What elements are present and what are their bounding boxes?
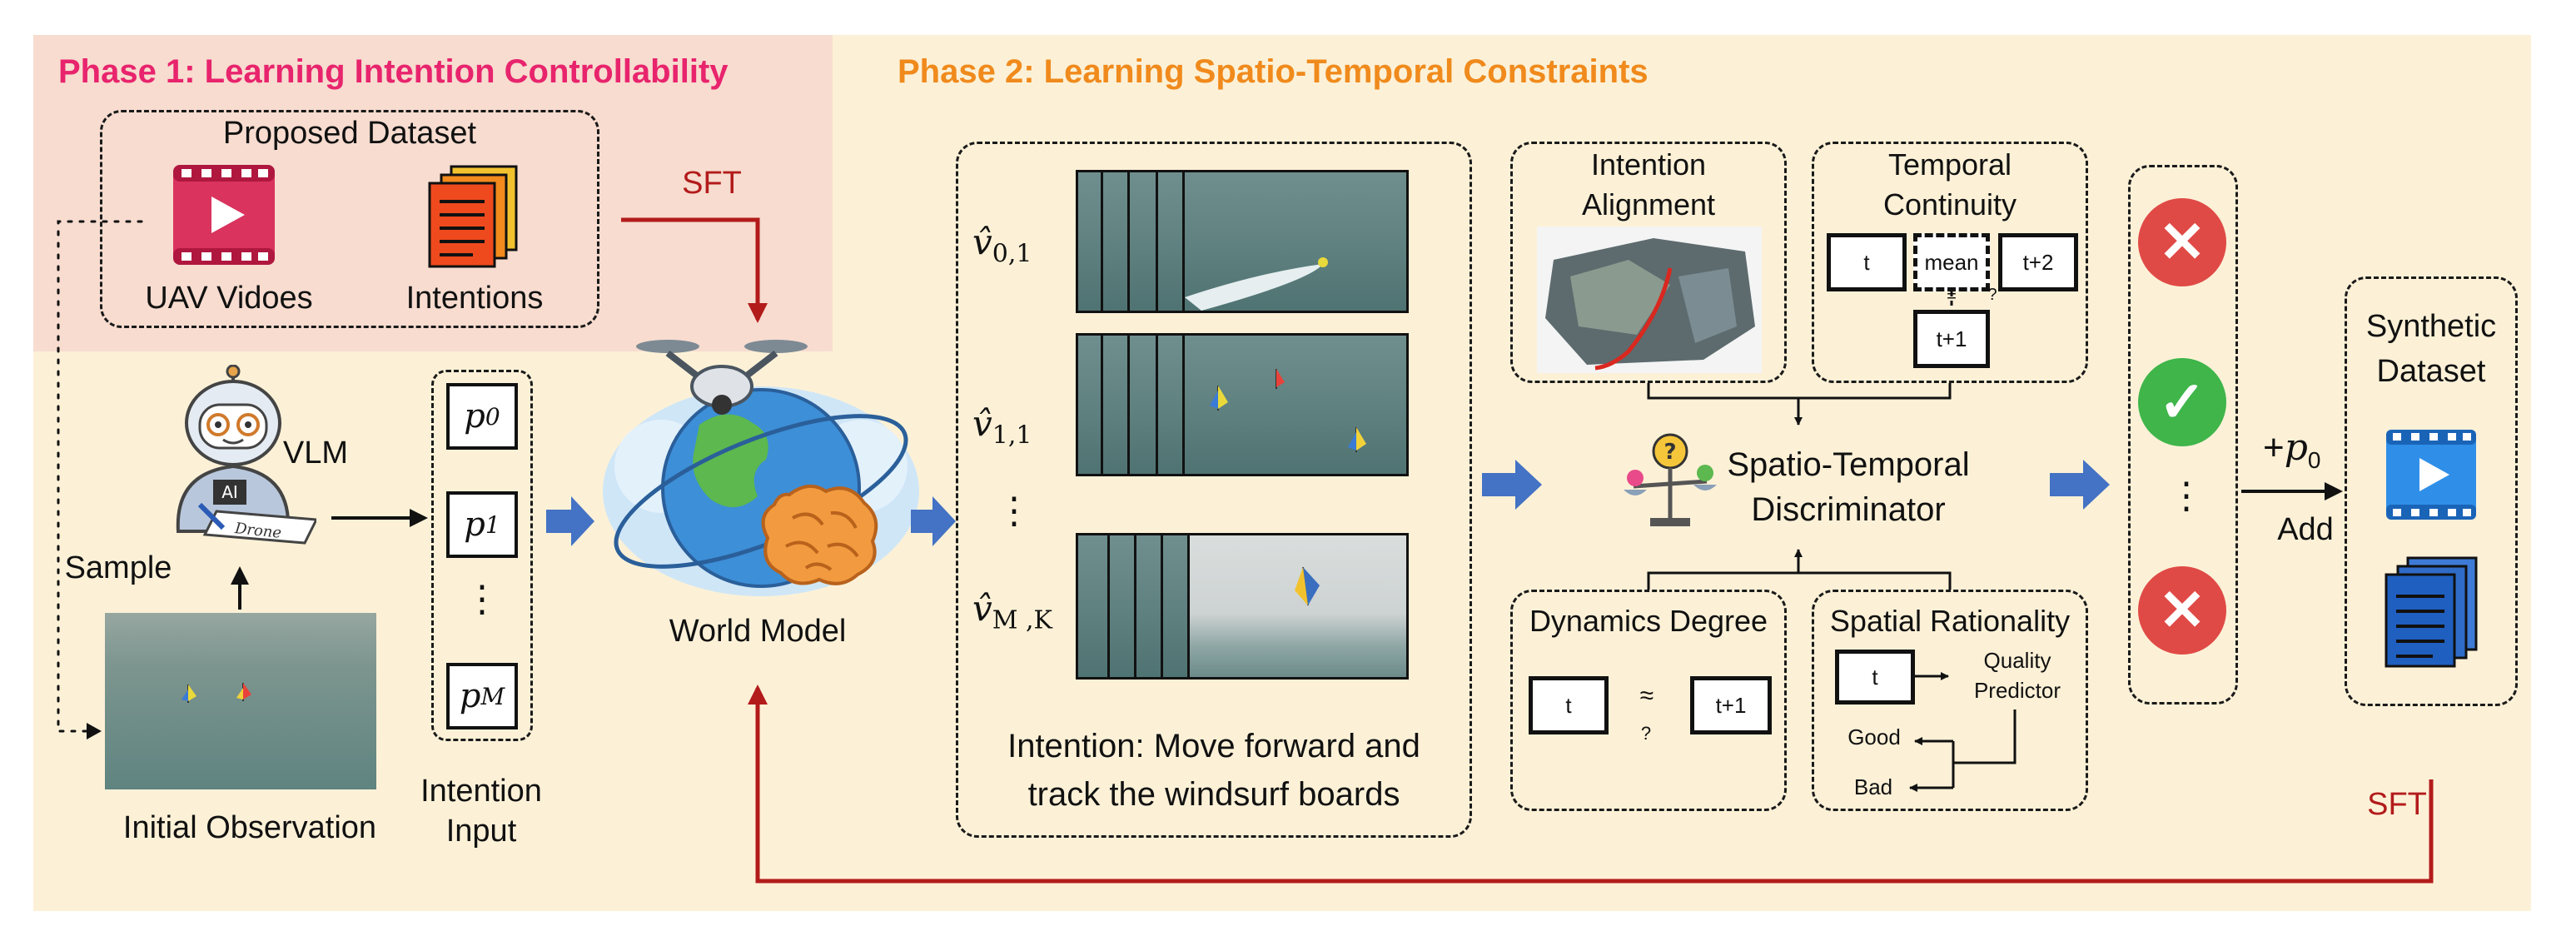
discriminator-line2: Discriminator	[1751, 491, 1946, 528]
intention-alignment-line2: Alignment	[1581, 187, 1716, 222]
synthetic-video-icon	[2385, 428, 2478, 521]
spatial-rationality-title: Spatial Rationality	[1829, 604, 2071, 638]
proposed-dataset-box	[100, 110, 599, 328]
synthetic-dataset-line1: Synthetic	[2365, 309, 2497, 344]
temporal-continuity-line1: Temporal	[1887, 147, 2012, 182]
results-ellipsis: ⋮	[2168, 475, 2205, 516]
world-model-label: World Model	[669, 614, 847, 649]
sr-t-box: t	[1835, 650, 1915, 705]
brain-icon	[756, 480, 883, 590]
intention-alignment-line1: Intention	[1590, 147, 1707, 182]
intention-input-line2: Input	[445, 814, 517, 849]
intention-alignment-box	[1510, 142, 1787, 383]
sft-bottom-label: SFT	[2367, 787, 2427, 822]
results-box	[2128, 165, 2238, 705]
add-p0-label: +p0	[2263, 426, 2321, 473]
point-cloud-image	[1537, 227, 1762, 373]
sr-quality: Quality	[1983, 648, 2051, 673]
synthetic-dataset-line2: Dataset	[2376, 354, 2486, 389]
drone-icon	[634, 328, 809, 420]
balance-scale-icon: ?	[1620, 431, 1720, 531]
intention-input-box	[431, 370, 533, 741]
vlm-label: VLM	[282, 436, 349, 471]
dd-approx: ≈	[1639, 682, 1654, 710]
initial-observation-label: Initial Observation	[122, 810, 377, 845]
temporal-continuity-line2: Continuity	[1882, 187, 2017, 222]
synthetic-document-icon	[2383, 556, 2479, 670]
prompt-ellipsis: ⋮	[464, 579, 500, 620]
intention-text-line1: Intention: Move forward and	[1007, 728, 1420, 764]
dynamics-degree-title: Dynamics Degree	[1529, 604, 1768, 638]
proposed-dataset-title: Proposed Dataset	[222, 116, 477, 151]
video-label-mk: v̂M ,K	[972, 588, 1052, 635]
tc-mean-box: mean	[1913, 233, 1990, 291]
video-play-icon	[172, 163, 276, 266]
dd-question: ?	[1640, 723, 1652, 744]
dynamics-degree-box	[1510, 590, 1787, 811]
sr-predictor: Predictor	[1973, 678, 2061, 703]
temporal-continuity-box	[1812, 142, 2088, 383]
tc-question: ?	[1987, 286, 1997, 304]
sft-top-label: SFT	[682, 166, 742, 201]
tc-t2-box: t+2	[1998, 233, 2078, 291]
dd-t1-box: t+1	[1690, 676, 1772, 734]
cross-icon: ✕	[2138, 198, 2226, 286]
check-icon: ✓	[2138, 358, 2226, 446]
robot-icon: AI Drone	[158, 364, 319, 548]
phase1-title: Phase 1: Learning Intention Controllabil…	[58, 53, 729, 90]
dd-t-box: t	[1529, 676, 1609, 734]
svg-text:AI: AI	[221, 482, 238, 502]
sr-bad: Bad	[1853, 774, 1893, 799]
synthetic-dataset-box	[2345, 276, 2518, 706]
intention-text-line2: track the windsurf boards	[1027, 776, 1400, 813]
tc-t-box: t	[1827, 233, 1907, 291]
initial-observation-image	[105, 613, 376, 789]
intentions-label: Intentions	[405, 281, 544, 316]
tc-t1-box: t+1	[1913, 310, 1990, 368]
spatial-rationality-box	[1812, 590, 2088, 811]
generated-videos-box	[956, 142, 1472, 838]
phase2-title: Phase 2: Learning Spatio-Temporal Constr…	[898, 53, 1649, 90]
uav-videos-label: UAV Vidoes	[145, 281, 313, 316]
svg-text:?: ?	[1663, 440, 1676, 465]
discriminator-line1: Spatio-Temporal	[1727, 446, 1970, 483]
video-label-ellipsis: ⋮	[996, 490, 1032, 531]
document-stack-icon	[426, 165, 520, 268]
video-label-1: v̂1,1	[972, 403, 1032, 451]
cross-icon-2: ✕	[2138, 566, 2226, 655]
video-label-0: v̂0,1	[972, 222, 1032, 269]
add-label: Add	[2277, 512, 2334, 547]
sr-good: Good	[1847, 724, 1901, 749]
sample-label: Sample	[64, 550, 172, 585]
intention-input-line1: Intention	[420, 774, 542, 809]
